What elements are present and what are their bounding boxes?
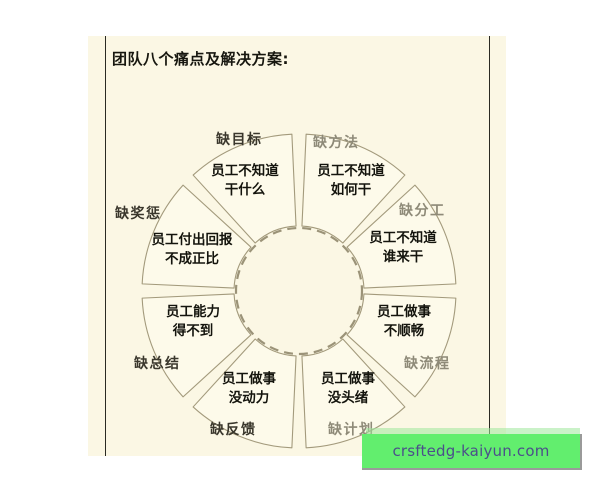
watermark-text: crsftedg-kaiyun.com bbox=[392, 442, 550, 460]
segments bbox=[141, 133, 457, 449]
panel-rule-left bbox=[105, 36, 106, 456]
segment-top-left bbox=[192, 133, 297, 244]
panel-rule-right bbox=[489, 36, 490, 456]
donut-diagram bbox=[139, 131, 459, 451]
segment-right-lower bbox=[346, 293, 457, 398]
watermark-badge: crsftedg-kaiyun.com bbox=[362, 434, 582, 470]
segment-bottom-left bbox=[192, 338, 297, 449]
inner-dashed-circle bbox=[234, 226, 364, 356]
segment-left-upper bbox=[141, 184, 252, 289]
segment-top-right bbox=[301, 133, 406, 244]
segment-left-lower bbox=[141, 293, 252, 398]
segment-bottom-right bbox=[301, 338, 406, 449]
segment-right-upper bbox=[346, 184, 457, 289]
donut-svg bbox=[141, 133, 457, 449]
page-title: 团队八个痛点及解决方案: bbox=[112, 50, 289, 68]
